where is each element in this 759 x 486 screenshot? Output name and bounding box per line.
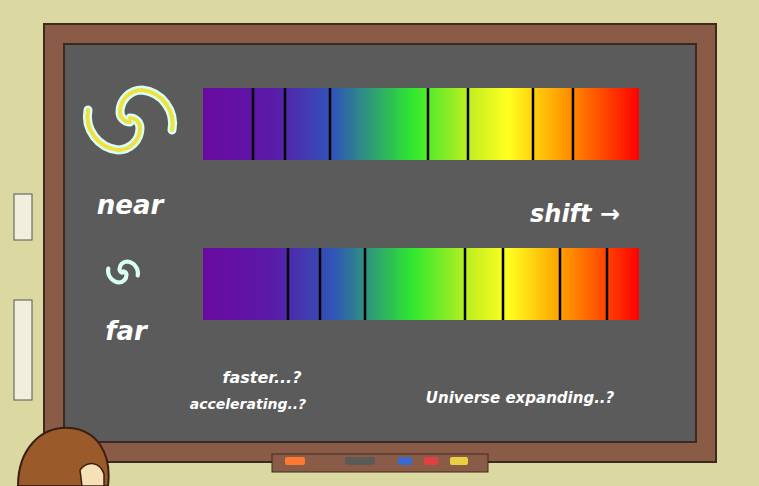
board-surface bbox=[64, 44, 696, 442]
wall-panel bbox=[14, 300, 32, 400]
absorption-lines-far bbox=[288, 248, 607, 320]
chalk bbox=[285, 457, 305, 465]
eraser bbox=[345, 457, 375, 465]
distance-label: far bbox=[105, 317, 147, 346]
note: Universe expanding..? bbox=[426, 390, 614, 407]
note: faster...? bbox=[223, 369, 302, 387]
chalk bbox=[450, 457, 468, 465]
distance-label: near bbox=[97, 191, 164, 220]
chalk bbox=[398, 457, 412, 465]
board-frame bbox=[44, 24, 716, 462]
spectrum-far bbox=[203, 248, 639, 320]
chalk-tray bbox=[272, 454, 488, 472]
galaxy-far bbox=[108, 262, 138, 283]
chalk bbox=[424, 457, 438, 465]
spectrum-near bbox=[203, 88, 639, 160]
wall-switch bbox=[14, 194, 32, 240]
absorption-lines-near bbox=[253, 88, 573, 160]
shift-label: shift → bbox=[530, 201, 620, 227]
note: accelerating..? bbox=[190, 397, 306, 412]
student-head bbox=[18, 428, 109, 486]
galaxy-near bbox=[87, 90, 172, 150]
